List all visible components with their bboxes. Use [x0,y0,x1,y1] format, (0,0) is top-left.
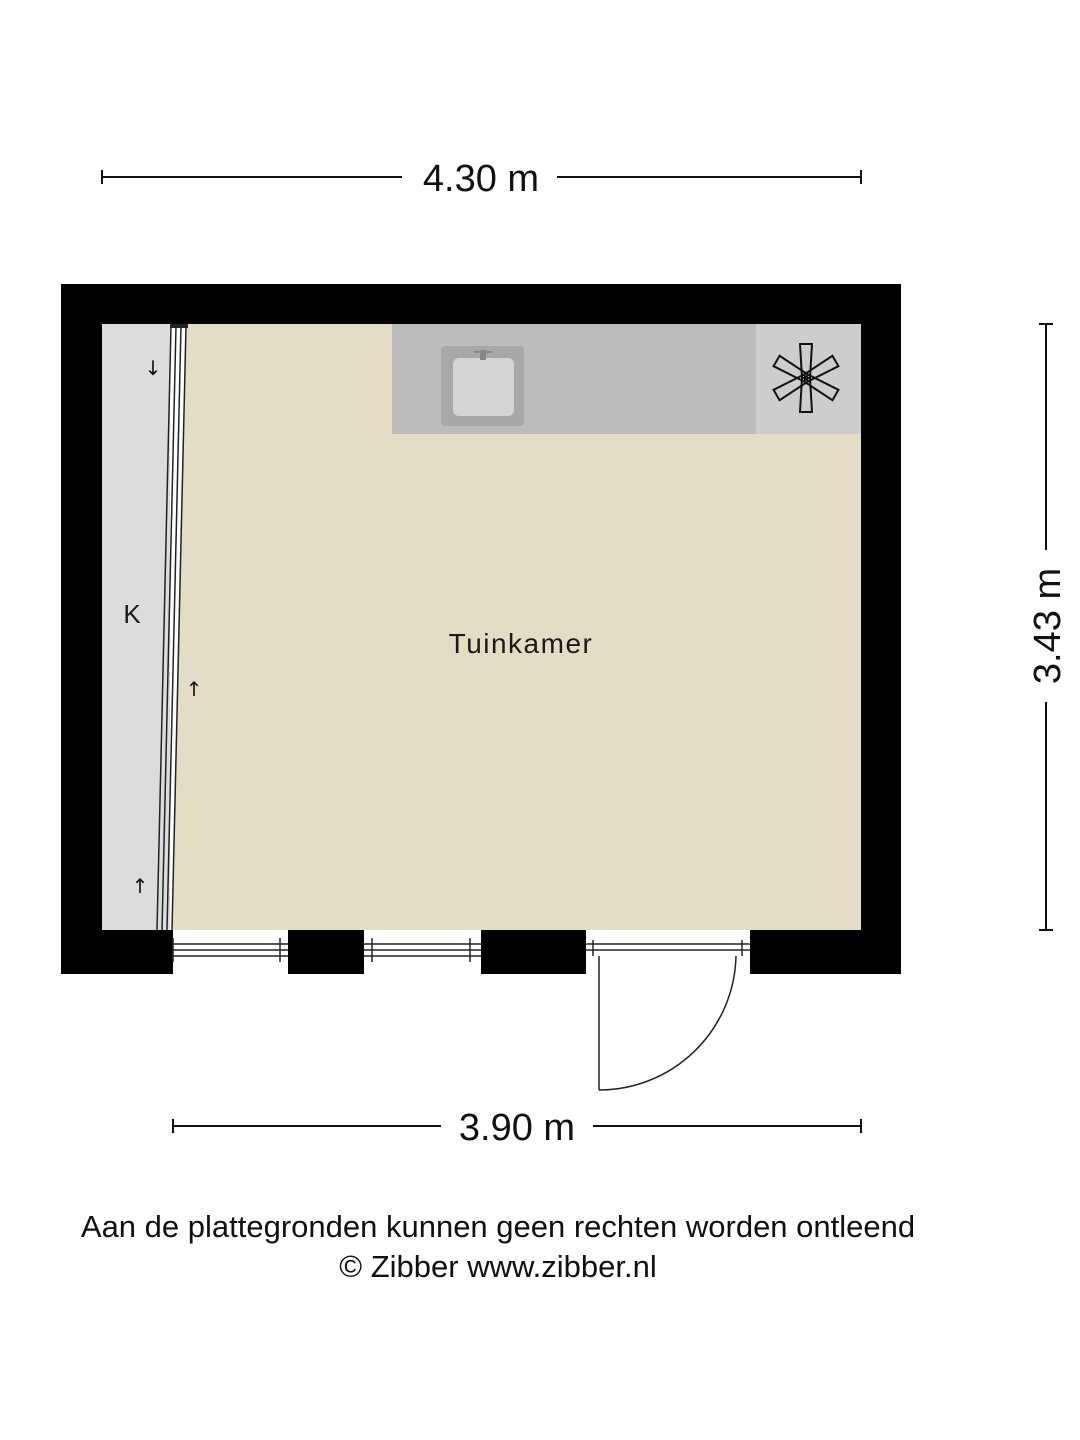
room-label-tuinkamer: Tuinkamer [449,628,594,659]
dimension-bottom-label: 3.90 m [459,1107,575,1149]
dimension-top-label: 4.30 m [423,158,539,200]
dimension-right-label: 3.43 m [1027,568,1069,684]
wall-bottom-segment-4 [750,930,901,974]
arrow-up-closet: ↑ [132,874,149,898]
arrow-up-room: ↑ [186,677,203,701]
footer-copyright: © Zibber www.zibber.nl [339,1249,657,1284]
wall-left [61,284,102,974]
wall-bottom-segment-1 [61,930,173,974]
arrow-down-closet: ↓ [145,356,162,380]
wall-bottom [61,930,901,974]
dimension-top: 4.30 m [101,158,862,200]
sink-icon [441,346,524,426]
window-1 [172,938,288,962]
room-floor-tuinkamer [172,324,861,930]
dimension-right: 3.43 m [1027,323,1069,931]
wall-bottom-segment-2 [288,930,364,974]
walls [61,284,901,974]
wall-top [61,284,901,324]
wall-bottom-segment-3 [481,930,586,974]
closet-label: K [123,599,141,629]
stove-burner-icon [772,343,840,413]
footer-disclaimer: Aan de plattegronden kunnen geen rechten… [80,1209,916,1244]
window-2 [364,938,481,962]
closet-sliding-door [156,324,188,931]
door-swing [586,940,750,1091]
wall-right [861,284,901,974]
dimension-bottom: 3.90 m [172,1107,862,1149]
